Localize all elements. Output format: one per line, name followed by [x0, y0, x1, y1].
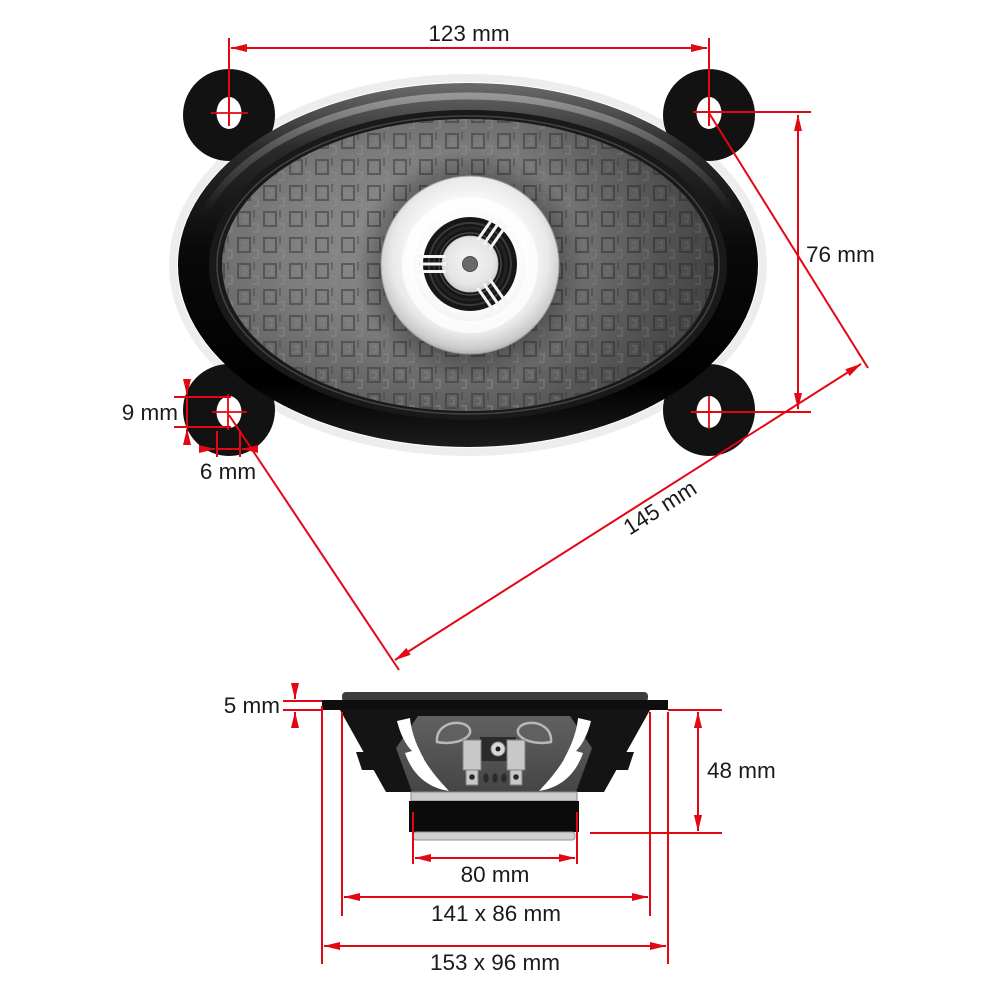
- dim-5mm: [283, 683, 322, 728]
- side-dimensions: [283, 683, 722, 964]
- bottom-plate: [412, 831, 576, 841]
- dim-label-flange-thickness: 5 mm: [224, 693, 280, 718]
- terminals: [462, 737, 526, 786]
- terminal-screw-center: [495, 746, 501, 752]
- dim-label-overall-size: 153 x 96 mm: [430, 950, 560, 975]
- window-lower-left: [405, 749, 449, 791]
- dim-label-mount-width: 123 mm: [428, 21, 509, 46]
- dim-label-mounting-depth: 48 mm: [707, 758, 776, 783]
- terminal-lug-left: [462, 739, 482, 771]
- dim-48mm: [590, 709, 722, 834]
- vent-slot-3: [501, 773, 507, 783]
- front-dimensions: [174, 38, 869, 671]
- vent-slot-1: [483, 773, 489, 783]
- spider-right: [516, 721, 553, 745]
- dim-145mm: [228, 112, 869, 671]
- window-upper-left: [397, 718, 424, 759]
- basket-ear-right: [608, 752, 634, 770]
- dim-153x96mm: [321, 706, 669, 964]
- window-upper-right: [564, 718, 591, 759]
- dim-label-hole-width: 6 mm: [200, 459, 256, 484]
- top-plate: [410, 791, 578, 802]
- dim-label-hole-length: 9 mm: [122, 400, 178, 425]
- dim-label-mount-height: 76 mm: [806, 242, 875, 267]
- gasket: [342, 692, 648, 702]
- dim-80mm: [412, 812, 578, 864]
- terminal-hole-right: [513, 774, 519, 780]
- basket-windows: [397, 718, 591, 791]
- dim-label-cutout-size: 141 x 86 mm: [431, 901, 561, 926]
- terminal-lug-right: [506, 739, 526, 771]
- basket-ear-left: [356, 752, 382, 770]
- center-driver-assembly: [354, 150, 586, 382]
- vent-slot-2: [492, 773, 498, 783]
- dim-9mm: [174, 379, 231, 445]
- front-view: [169, 69, 767, 456]
- spider-left: [435, 721, 472, 745]
- dim-label-magnet-width: 80 mm: [461, 862, 530, 887]
- dim-141x86mm: [341, 712, 651, 916]
- terminal-hole-left: [469, 774, 475, 780]
- magnet: [409, 801, 579, 832]
- center-dot: [462, 256, 478, 272]
- cone-ring-highlight: [402, 197, 538, 333]
- mounting-flange: [322, 700, 668, 710]
- window-lower-right: [539, 749, 583, 791]
- side-view: [322, 692, 668, 841]
- dim-6mm: [199, 431, 258, 457]
- dim-label-mount-diagonal: 145 mm: [619, 475, 701, 540]
